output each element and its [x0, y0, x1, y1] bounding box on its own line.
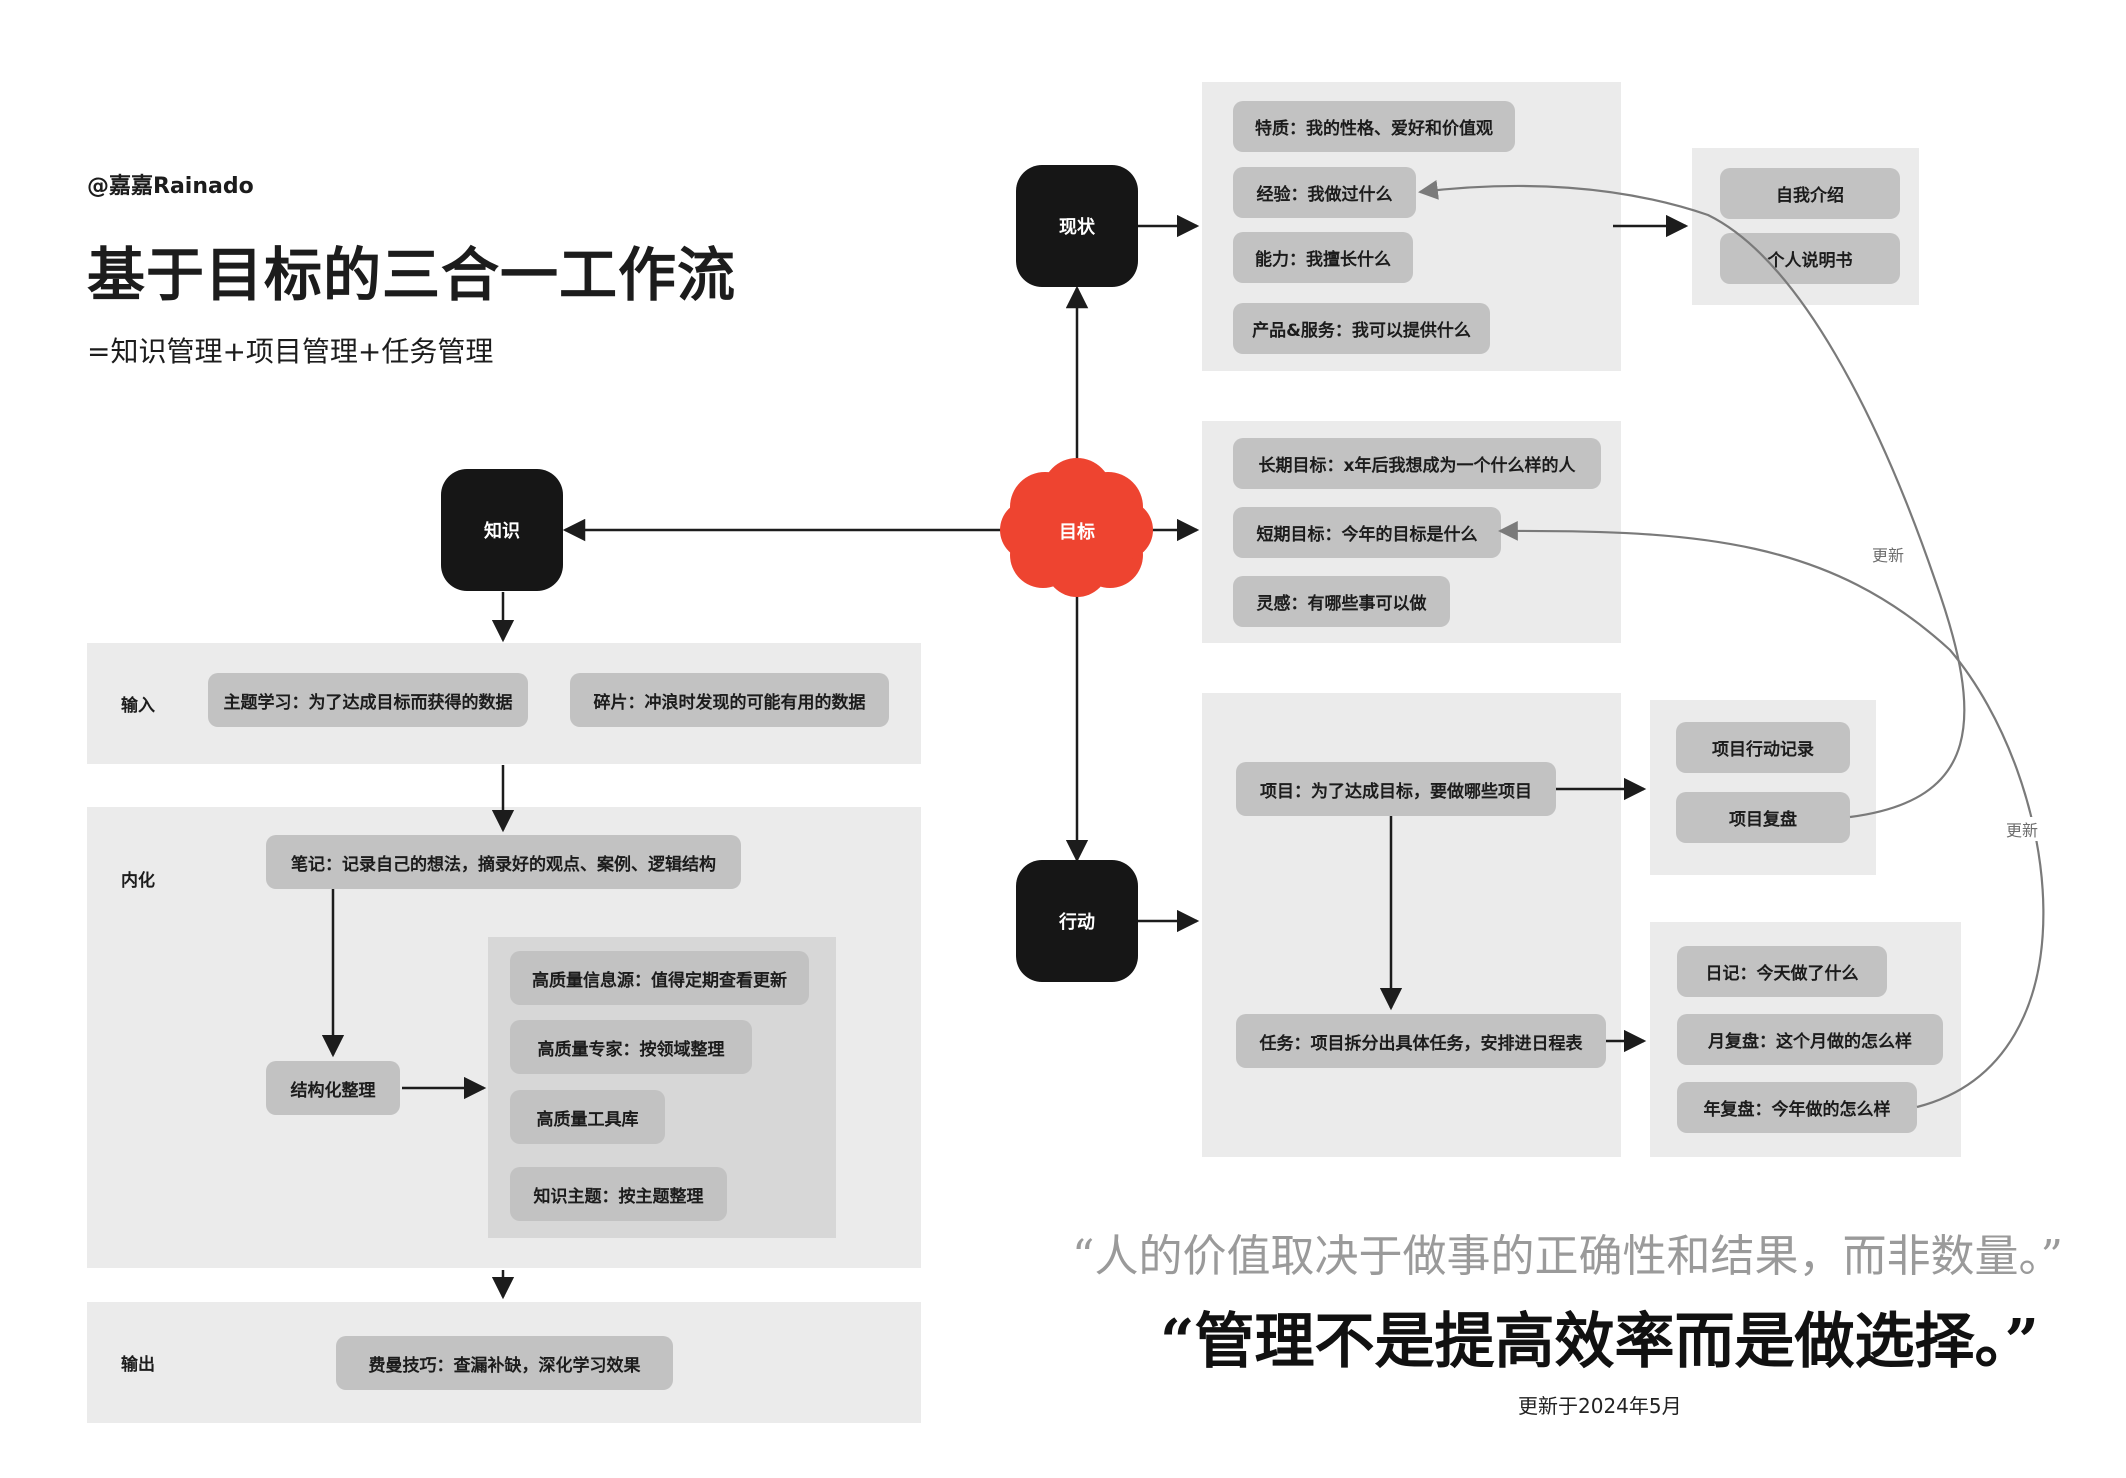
action-node: 行动 — [1016, 860, 1138, 982]
diary-item: 日记：今天做了什么 — [1677, 946, 1887, 997]
long-term-goal-item: 长期目标：x年后我想成为一个什么样的人 — [1233, 438, 1601, 489]
quote-value: “人的价值取决于做事的正确性和结果，而非数量。” — [1072, 1231, 2063, 1282]
updated-date: 更新于2024年5月 — [1518, 1394, 1682, 1418]
status-node: 现状 — [1016, 165, 1138, 287]
self-intro-item: 自我介绍 — [1720, 168, 1900, 219]
update-label-2: 更新 — [2004, 817, 2041, 841]
project-log-item: 项目行动记录 — [1676, 722, 1850, 773]
short-term-goal-item: 短期目标：今年的目标是什么 — [1233, 507, 1501, 558]
project-review-update-curve — [1418, 180, 1966, 819]
page-subtitle: =知识管理+项目管理+任务管理 — [87, 335, 494, 368]
expert-item: 高质量专家：按领域整理 — [510, 1020, 752, 1074]
input-label: 输入 — [121, 696, 155, 716]
fragment-item: 碎片：冲浪时发现的可能有用的数据 — [570, 673, 889, 727]
goal-node-label: 目标 — [1059, 522, 1095, 543]
internalize-label: 内化 — [121, 871, 155, 891]
project-review-item: 项目复盘 — [1676, 792, 1850, 843]
monthly-review-item: 月复盘：这个月做的怎么样 — [1677, 1014, 1943, 1065]
feynman-item: 费曼技巧：查漏补缺，深化学习效果 — [336, 1336, 673, 1390]
author-handle: @嘉嘉Rainado — [87, 174, 254, 199]
goal-cloud — [1000, 458, 1153, 597]
quote-management: “管理不是提高效率而是做选择。” — [1160, 1307, 2040, 1377]
note-item: 笔记：记录自己的想法，摘录好的观点、案例、逻辑结构 — [266, 835, 741, 889]
structure-item: 结构化整理 — [266, 1061, 400, 1115]
tool-library-item: 高质量工具库 — [510, 1090, 665, 1144]
source-item: 高质量信息源：值得定期查看更新 — [510, 951, 809, 1005]
inspiration-item: 灵感：有哪些事可以做 — [1233, 576, 1450, 627]
yearly-review-item: 年复盘：今年做的怎么样 — [1677, 1082, 1917, 1133]
experience-item: 经验：我做过什么 — [1233, 167, 1416, 218]
task-item: 任务：项目拆分出具体任务，安排进日程表 — [1236, 1014, 1606, 1068]
page-title: 基于目标的三合一工作流 — [87, 241, 737, 309]
update-label-1: 更新 — [1870, 542, 1907, 566]
personal-manual-item: 个人说明书 — [1720, 233, 1900, 284]
product-service-item: 产品&服务：我可以提供什么 — [1233, 303, 1490, 354]
traits-item: 特质：我的性格、爱好和价值观 — [1233, 101, 1515, 152]
project-item: 项目：为了达成目标，要做哪些项目 — [1236, 762, 1556, 816]
yearly-review-update-curve — [1498, 521, 2045, 1109]
topic-learning-item: 主题学习：为了达成目标而获得的数据 — [208, 673, 528, 727]
knowledge-node: 知识 — [441, 469, 563, 591]
knowledge-topic-item: 知识主题：按主题整理 — [510, 1167, 727, 1221]
output-label: 输出 — [121, 1355, 155, 1375]
ability-item: 能力：我擅长什么 — [1233, 232, 1413, 283]
